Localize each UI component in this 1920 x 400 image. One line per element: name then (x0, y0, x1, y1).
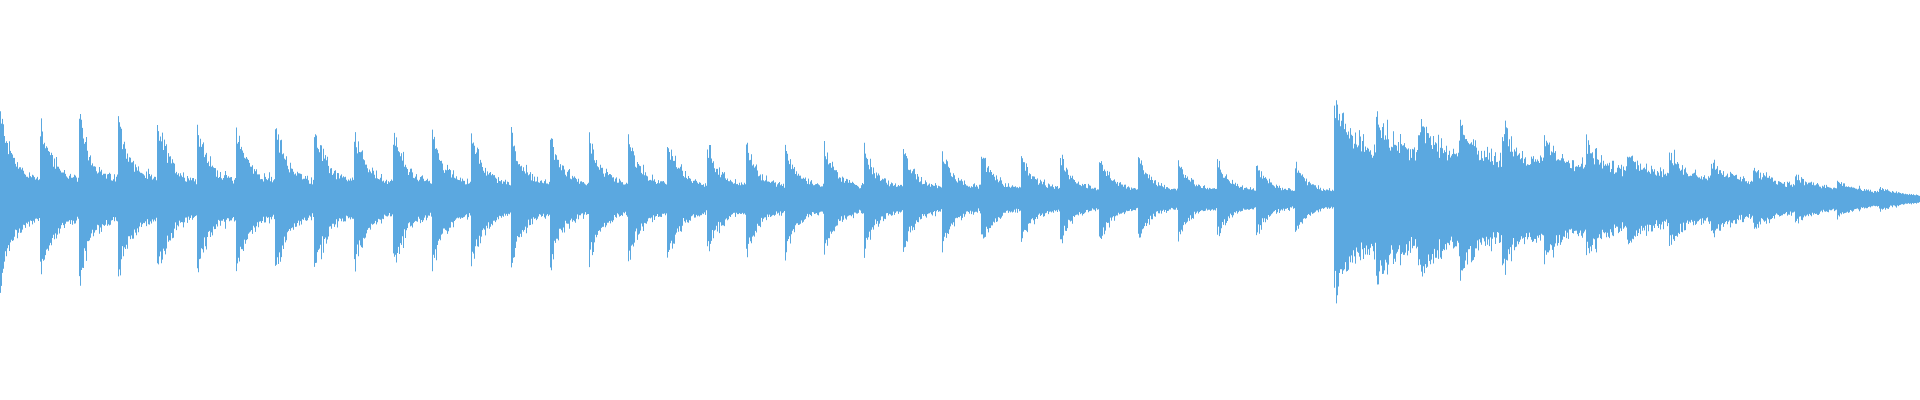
waveform-centerline (0, 198, 1920, 200)
waveform-bars (0, 100, 1920, 304)
